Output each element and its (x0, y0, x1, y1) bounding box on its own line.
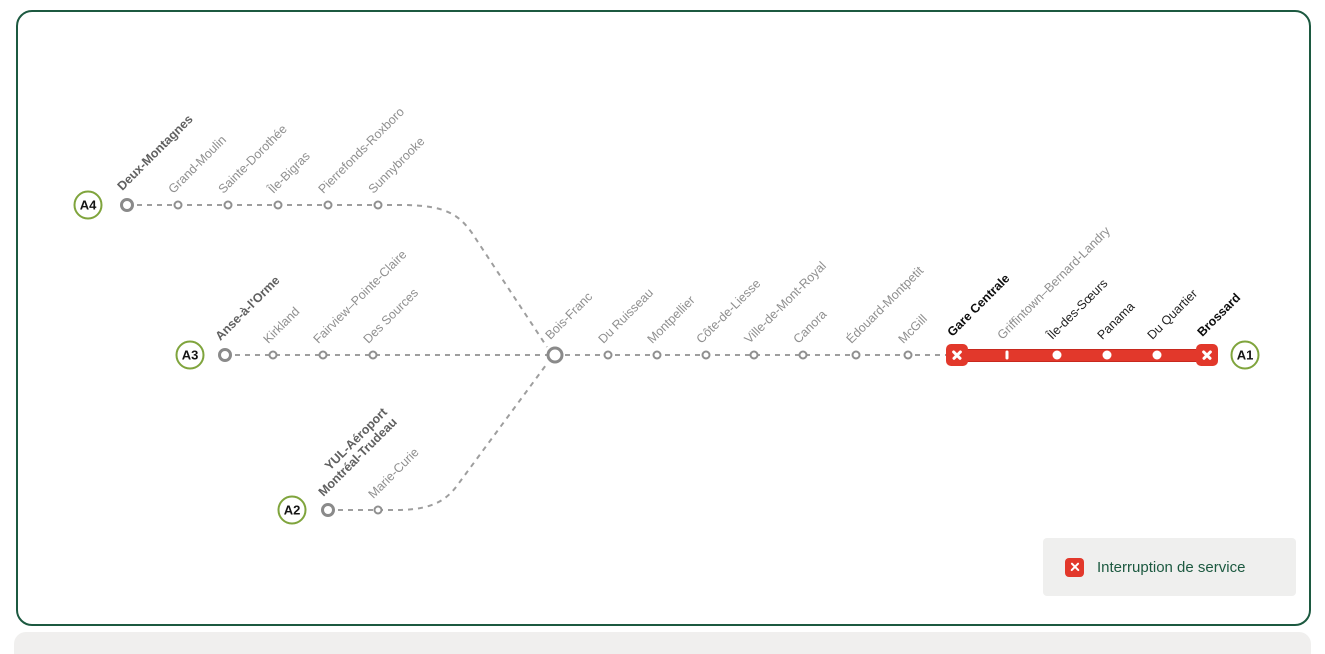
interruption-x-icon (1196, 344, 1218, 366)
station-dot (373, 505, 383, 515)
station-dot (323, 200, 333, 210)
station-tick (1005, 350, 1009, 360)
badge-a4: A4 (73, 190, 103, 220)
terminal-dot (321, 503, 335, 517)
station-dot (701, 350, 711, 360)
badge-a3: A3 (175, 340, 205, 370)
interruption-x-icon (946, 344, 968, 366)
badge-a1: A1 (1230, 340, 1260, 370)
branch-a4-line (127, 204, 548, 348)
terminal-dot (218, 348, 232, 362)
station-dot (603, 350, 613, 360)
junction-dot (546, 346, 564, 364)
station-dot (652, 350, 662, 360)
station-dot (798, 350, 808, 360)
bottom-panel (14, 632, 1311, 654)
badge-a4-label: A4 (79, 197, 97, 213)
interruption-segment (948, 349, 1216, 362)
badge-a1-label: A1 (1236, 347, 1254, 363)
station-dot (273, 200, 283, 210)
station-dot (223, 200, 233, 210)
badge-a3-label: A3 (181, 347, 199, 363)
station-dot (318, 350, 328, 360)
station-dot (268, 350, 278, 360)
map-frame (16, 10, 1311, 626)
badge-a2: A2 (277, 495, 307, 525)
station-dot (373, 200, 383, 210)
interruption-x-icon (1065, 557, 1084, 577)
station-dot (749, 350, 759, 360)
legend: Interruption de service (1043, 538, 1296, 596)
station-dot (851, 350, 861, 360)
badge-a2-label: A2 (283, 502, 301, 518)
station-dot (368, 350, 378, 360)
terminal-dot (120, 198, 134, 212)
legend-label: Interruption de service (1097, 558, 1246, 576)
station-dot-disrupted (1052, 350, 1062, 360)
station-dot-disrupted (1152, 350, 1162, 360)
station-dot-disrupted (1102, 350, 1112, 360)
station-dot (903, 350, 913, 360)
station-dot (173, 200, 183, 210)
